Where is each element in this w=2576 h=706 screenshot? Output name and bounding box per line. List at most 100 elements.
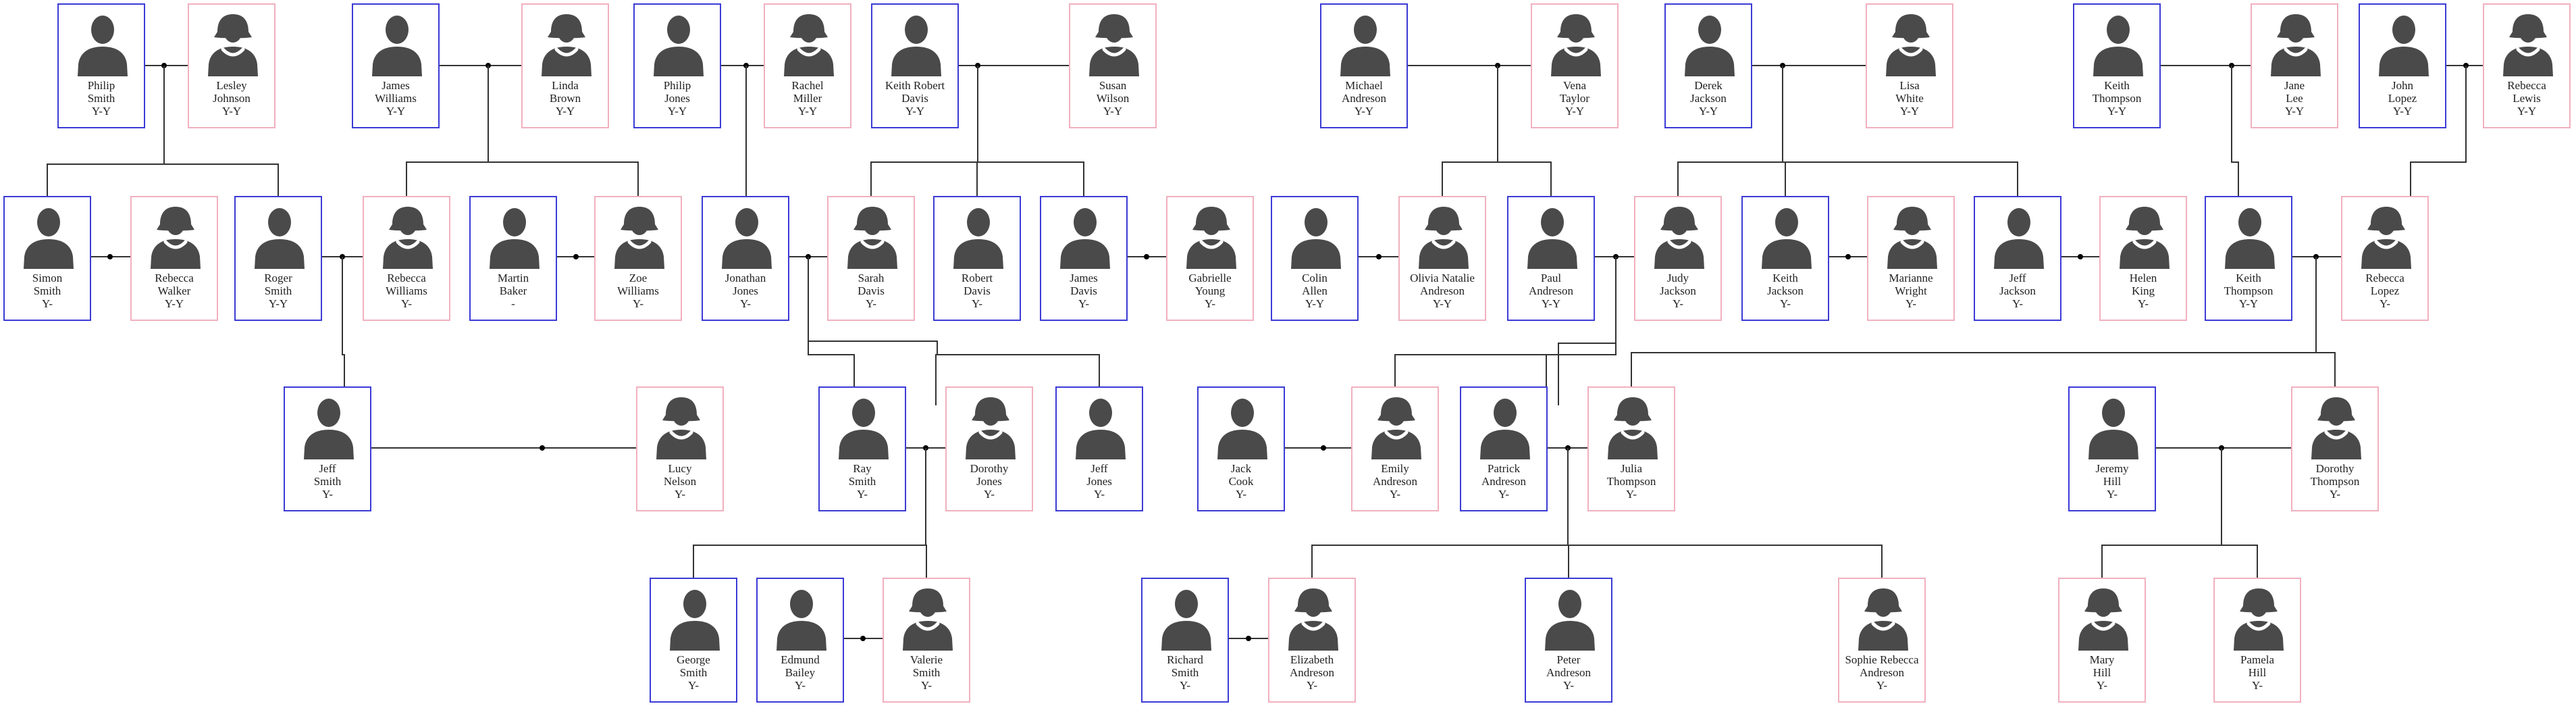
person-card-derek-jackson[interactable]: Derek Jackson Y-Y <box>1664 3 1752 128</box>
person-card-robert-davis[interactable]: Robert Davis Y- <box>933 196 1021 321</box>
first-name: Gabrielle <box>1188 272 1232 284</box>
last-name: Smith <box>264 284 292 297</box>
female-silhouette-icon <box>2503 14 2553 76</box>
first-name: Michael <box>1345 79 1383 92</box>
person-card-jane-lee[interactable]: Jane Lee Y-Y <box>2251 3 2338 128</box>
person-card-dorothy-thompson[interactable]: Dorothy Thompson Y- <box>2291 386 2379 511</box>
life-dates: Y-Y <box>1103 105 1123 118</box>
person-card-keith-thompson-jr[interactable]: Keith Thompson Y-Y <box>2205 196 2292 321</box>
person-card-edmund-bailey[interactable]: Edmund Bailey Y- <box>756 578 844 703</box>
person-card-lesley-johnson[interactable]: Lesley Johnson Y-Y <box>188 3 275 128</box>
male-silhouette-icon <box>1545 590 1595 651</box>
last-name: Andreson <box>1372 475 1418 488</box>
person-label: Lesley Johnson Y-Y <box>189 79 274 118</box>
person-card-lucy-nelson[interactable]: Lucy Nelson Y- <box>636 386 724 511</box>
life-dates: Y- <box>2137 297 2149 310</box>
person-card-helen-king[interactable]: Helen King Y- <box>2099 196 2187 321</box>
person-label: James Williams Y-Y <box>353 79 438 118</box>
life-dates: Y- <box>1078 297 1090 310</box>
person-card-olivia-natalie-andreson[interactable]: Olivia Natalie Andreson Y-Y <box>1398 196 1486 321</box>
person-card-pamela-hill[interactable]: Pamela Hill Y- <box>2213 578 2301 703</box>
person-card-martin-baker[interactable]: Martin Baker - <box>469 196 557 321</box>
person-card-simon-smith[interactable]: Simon Smith Y- <box>3 196 91 321</box>
person-label: Vena Taylor Y-Y <box>1532 79 1617 118</box>
person-card-peter-andreson[interactable]: Peter Andreson Y- <box>1525 578 1612 703</box>
last-name: Jackson <box>1767 284 1804 297</box>
person-card-linda-brown[interactable]: Linda Brown Y-Y <box>521 3 609 128</box>
life-dates: Y-Y <box>555 105 575 118</box>
person-card-ray-smith[interactable]: Ray Smith Y- <box>818 386 906 511</box>
person-card-michael-andreson[interactable]: Michael Andreson Y-Y <box>1320 3 1408 128</box>
life-dates: Y-Y <box>1899 105 1920 118</box>
person-card-jeremy-hill[interactable]: Jeremy Hill Y- <box>2068 386 2156 511</box>
last-name: Davis <box>901 92 928 105</box>
life-dates: Y- <box>983 488 995 501</box>
person-card-james-davis[interactable]: James Davis Y- <box>1040 196 1128 321</box>
male-silhouette-icon <box>2093 16 2143 76</box>
person-card-jeff-jackson[interactable]: Jeff Jackson Y- <box>1974 196 2061 321</box>
person-card-rebecca-walker[interactable]: Rebecca Walker Y-Y <box>130 196 218 321</box>
female-silhouette-icon <box>1887 207 1937 269</box>
male-silhouette-icon <box>777 590 826 651</box>
last-name: Smith <box>87 92 115 105</box>
person-card-vena-taylor[interactable]: Vena Taylor Y-Y <box>1531 3 1619 128</box>
descent-line <box>1558 257 1616 405</box>
person-card-paul-andreson[interactable]: Paul Andreson Y-Y <box>1507 196 1595 321</box>
life-dates: Y-Y <box>1305 297 1325 310</box>
descent-line <box>1394 343 1616 386</box>
person-card-jack-cook[interactable]: Jack Cook Y- <box>1197 386 1285 511</box>
person-card-julia-thompson[interactable]: Julia Thompson Y- <box>1587 386 1675 511</box>
person-card-patrick-andreson[interactable]: Patrick Andreson Y- <box>1460 386 1548 511</box>
first-name: Jeff <box>1090 462 1108 475</box>
person-card-susan-wilson[interactable]: Susan Wilson Y-Y <box>1069 3 1157 128</box>
person-label: Zoe Williams Y- <box>596 272 681 310</box>
person-card-elizabeth-andreson[interactable]: Elizabeth Andreson Y- <box>1268 578 1356 703</box>
person-card-rebecca-williams[interactable]: Rebecca Williams Y- <box>363 196 450 321</box>
person-card-george-smith[interactable]: George Smith Y- <box>650 578 737 703</box>
person-card-gabrielle-young[interactable]: Gabrielle Young Y- <box>1166 196 1254 321</box>
person-card-dorothy-jones[interactable]: Dorothy Jones Y- <box>945 386 1033 511</box>
person-card-keith-thompson-sr[interactable]: Keith Thompson Y-Y <box>2073 3 2161 128</box>
person-card-philip-smith[interactable]: Philip Smith Y-Y <box>57 3 145 128</box>
person-card-jeff-jones[interactable]: Jeff Jones Y- <box>1055 386 1143 511</box>
person-card-rebecca-lewis[interactable]: Rebecca Lewis Y-Y <box>2483 3 2571 128</box>
male-silhouette-icon <box>1060 208 1110 269</box>
person-card-jeff-smith[interactable]: Jeff Smith Y- <box>284 386 371 511</box>
person-card-marianne-wright[interactable]: Marianne Wright Y- <box>1867 196 1955 321</box>
person-card-mary-hill[interactable]: Mary Hill Y- <box>2058 578 2146 703</box>
person-label: Sophie Rebecca Andreson Y- <box>1839 653 1924 692</box>
person-card-keith-robert-davis[interactable]: Keith Robert Davis Y-Y <box>871 3 959 128</box>
person-card-judy-jackson[interactable]: Judy Jackson Y- <box>1634 196 1722 321</box>
first-name: Vena <box>1563 79 1586 92</box>
descent-line <box>406 66 489 196</box>
person-card-jonathan-jones[interactable]: Jonathan Jones Y- <box>702 196 789 321</box>
person-card-emily-andreson[interactable]: Emily Andreson Y- <box>1351 386 1439 511</box>
person-card-roger-smith[interactable]: Roger Smith Y-Y <box>234 196 322 321</box>
person-card-lisa-white[interactable]: Lisa White Y-Y <box>1866 3 1953 128</box>
person-card-rachel-miller[interactable]: Rachel Miller Y-Y <box>764 3 851 128</box>
first-name: Sophie Rebecca <box>1845 653 1919 666</box>
first-name: Emily <box>1381 462 1409 475</box>
person-card-john-lopez[interactable]: John Lopez Y-Y <box>2359 3 2446 128</box>
person-card-valerie-smith[interactable]: Valerie Smith Y- <box>883 578 970 703</box>
person-card-sophie-rebecca-andreson[interactable]: Sophie Rebecca Andreson Y- <box>1838 578 1926 703</box>
person-label: Emily Andreson Y- <box>1352 462 1438 501</box>
person-card-rebecca-lopez[interactable]: Rebecca Lopez Y- <box>2341 196 2429 321</box>
person-card-james-williams[interactable]: James Williams Y-Y <box>352 3 440 128</box>
life-dates: Y- <box>41 297 53 310</box>
female-silhouette-icon <box>966 397 1016 459</box>
person-card-philip-jones[interactable]: Philip Jones Y-Y <box>633 3 721 128</box>
life-dates: - <box>511 297 515 310</box>
person-card-colin-allen[interactable]: Colin Allen Y-Y <box>1271 196 1359 321</box>
female-silhouette-icon <box>542 14 592 76</box>
life-dates: Y- <box>2106 488 2118 501</box>
person-card-keith-jackson[interactable]: Keith Jackson Y- <box>1741 196 1829 321</box>
male-silhouette-icon <box>2225 208 2275 269</box>
union-dot <box>540 445 545 451</box>
last-name: Jones <box>664 92 690 105</box>
person-card-richard-smith[interactable]: Richard Smith Y- <box>1141 578 1229 703</box>
male-silhouette-icon <box>2088 399 2138 459</box>
person-card-sarah-davis[interactable]: Sarah Davis Y- <box>827 196 915 321</box>
person-card-zoe-williams[interactable]: Zoe Williams Y- <box>594 196 682 321</box>
